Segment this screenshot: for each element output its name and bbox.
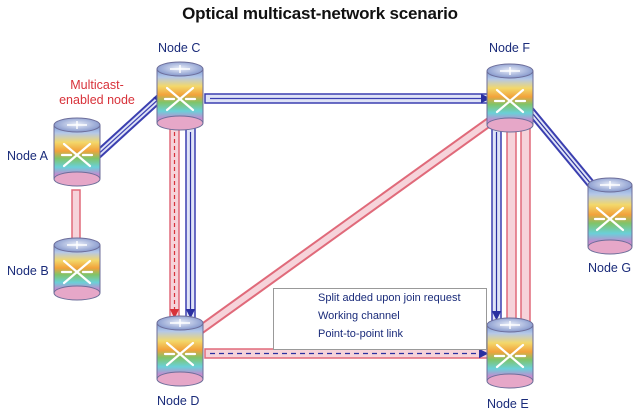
link-a-b <box>71 189 81 241</box>
node-label-b: Node B <box>7 264 49 278</box>
router-cross-arrows-icon <box>163 341 197 367</box>
link-c-d <box>169 127 196 319</box>
diagram-title: Optical multicast-network scenario <box>182 4 458 23</box>
link-f-g <box>524 105 600 193</box>
link-d-e <box>204 348 491 359</box>
router-node-a <box>53 117 101 187</box>
legend: Split added upon join request Working ch… <box>273 288 487 350</box>
annotation-line-2: enabled node <box>59 93 135 107</box>
router-cap-arrows-icon <box>500 321 520 329</box>
node-label-c: Node C <box>158 41 201 55</box>
legend-label-working: Working channel <box>318 310 400 322</box>
router-cap-arrows-icon <box>170 65 190 73</box>
router-cap-arrows-icon <box>67 241 87 249</box>
router-cross-arrows-icon <box>60 142 94 168</box>
legend-label-p2p: Point-to-point link <box>318 328 403 340</box>
node-label-f: Node F <box>489 41 530 55</box>
link-a-c <box>90 92 166 162</box>
node-label-e: Node E <box>487 397 529 411</box>
node-label-d: Node D <box>157 394 200 408</box>
router-cross-arrows-icon <box>493 88 527 114</box>
link-d-f <box>197 115 495 335</box>
router-cap-arrows-icon <box>500 67 520 75</box>
router-node-e <box>486 317 534 389</box>
annotation-line-1: Multicast- <box>70 78 124 92</box>
router-cross-arrows-icon <box>593 206 627 232</box>
router-cap-arrows-icon <box>600 181 620 189</box>
router-node-c <box>156 61 204 131</box>
legend-item-split: Split added upon join request <box>280 292 480 306</box>
legend-item-p2p: Point-to-point link <box>280 328 480 342</box>
router-node-b <box>53 237 101 301</box>
router-cap-arrows-icon <box>170 319 190 327</box>
legend-item-working: Working channel <box>280 310 480 324</box>
node-label-g: Node G <box>588 261 632 275</box>
nodes <box>53 61 633 389</box>
multicast-annotation: Multicast- enabled node <box>52 78 142 108</box>
legend-label-split: Split added upon join request <box>318 292 461 304</box>
link-c-f <box>204 93 491 104</box>
router-cross-arrows-icon <box>163 86 197 112</box>
router-cross-arrows-icon <box>60 259 94 285</box>
router-node-g <box>587 177 633 255</box>
router-cross-arrows-icon <box>493 343 527 369</box>
link-f-e <box>491 127 531 323</box>
node-label-a: Node A <box>7 149 49 163</box>
router-cap-arrows-icon <box>67 121 87 129</box>
router-node-d <box>156 315 204 387</box>
router-node-f <box>486 63 534 133</box>
